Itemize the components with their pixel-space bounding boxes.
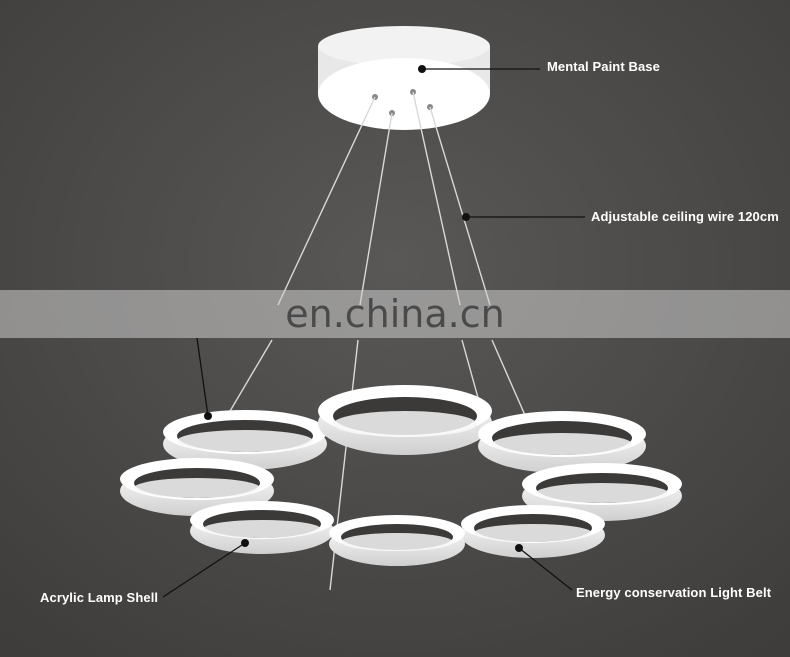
wire-label: Adjustable ceiling wire 120cm [591,209,779,224]
suspension-wires [209,91,561,591]
watermark-text: en.china.cn [285,292,505,336]
watermark-band [0,290,790,338]
ring-mid-left [120,458,274,516]
ring-front-right [461,505,605,558]
ring-back-center [318,385,492,455]
belt-callout-line [518,547,573,591]
ring-mid-right [522,463,682,521]
lamp-rings [120,385,682,566]
ring-front-center [329,515,465,566]
callout-lines [162,68,585,598]
shell-pointer-dot [241,539,249,547]
ring-back-right [478,411,646,473]
light-belt-label: Energy conservation Light Belt [576,585,772,600]
shell-label: Acrylic Lamp Shell [40,590,159,605]
shell-callout-line [162,542,246,598]
ring-front-left [190,501,334,554]
ring-back-left [163,410,327,470]
ring-pointer-dot [204,412,212,420]
belt-pointer-dot [515,544,523,552]
base-label: Mental Paint Base [547,59,660,74]
ceiling-canopy [318,26,490,130]
ring-upper-callout-line [196,337,209,417]
